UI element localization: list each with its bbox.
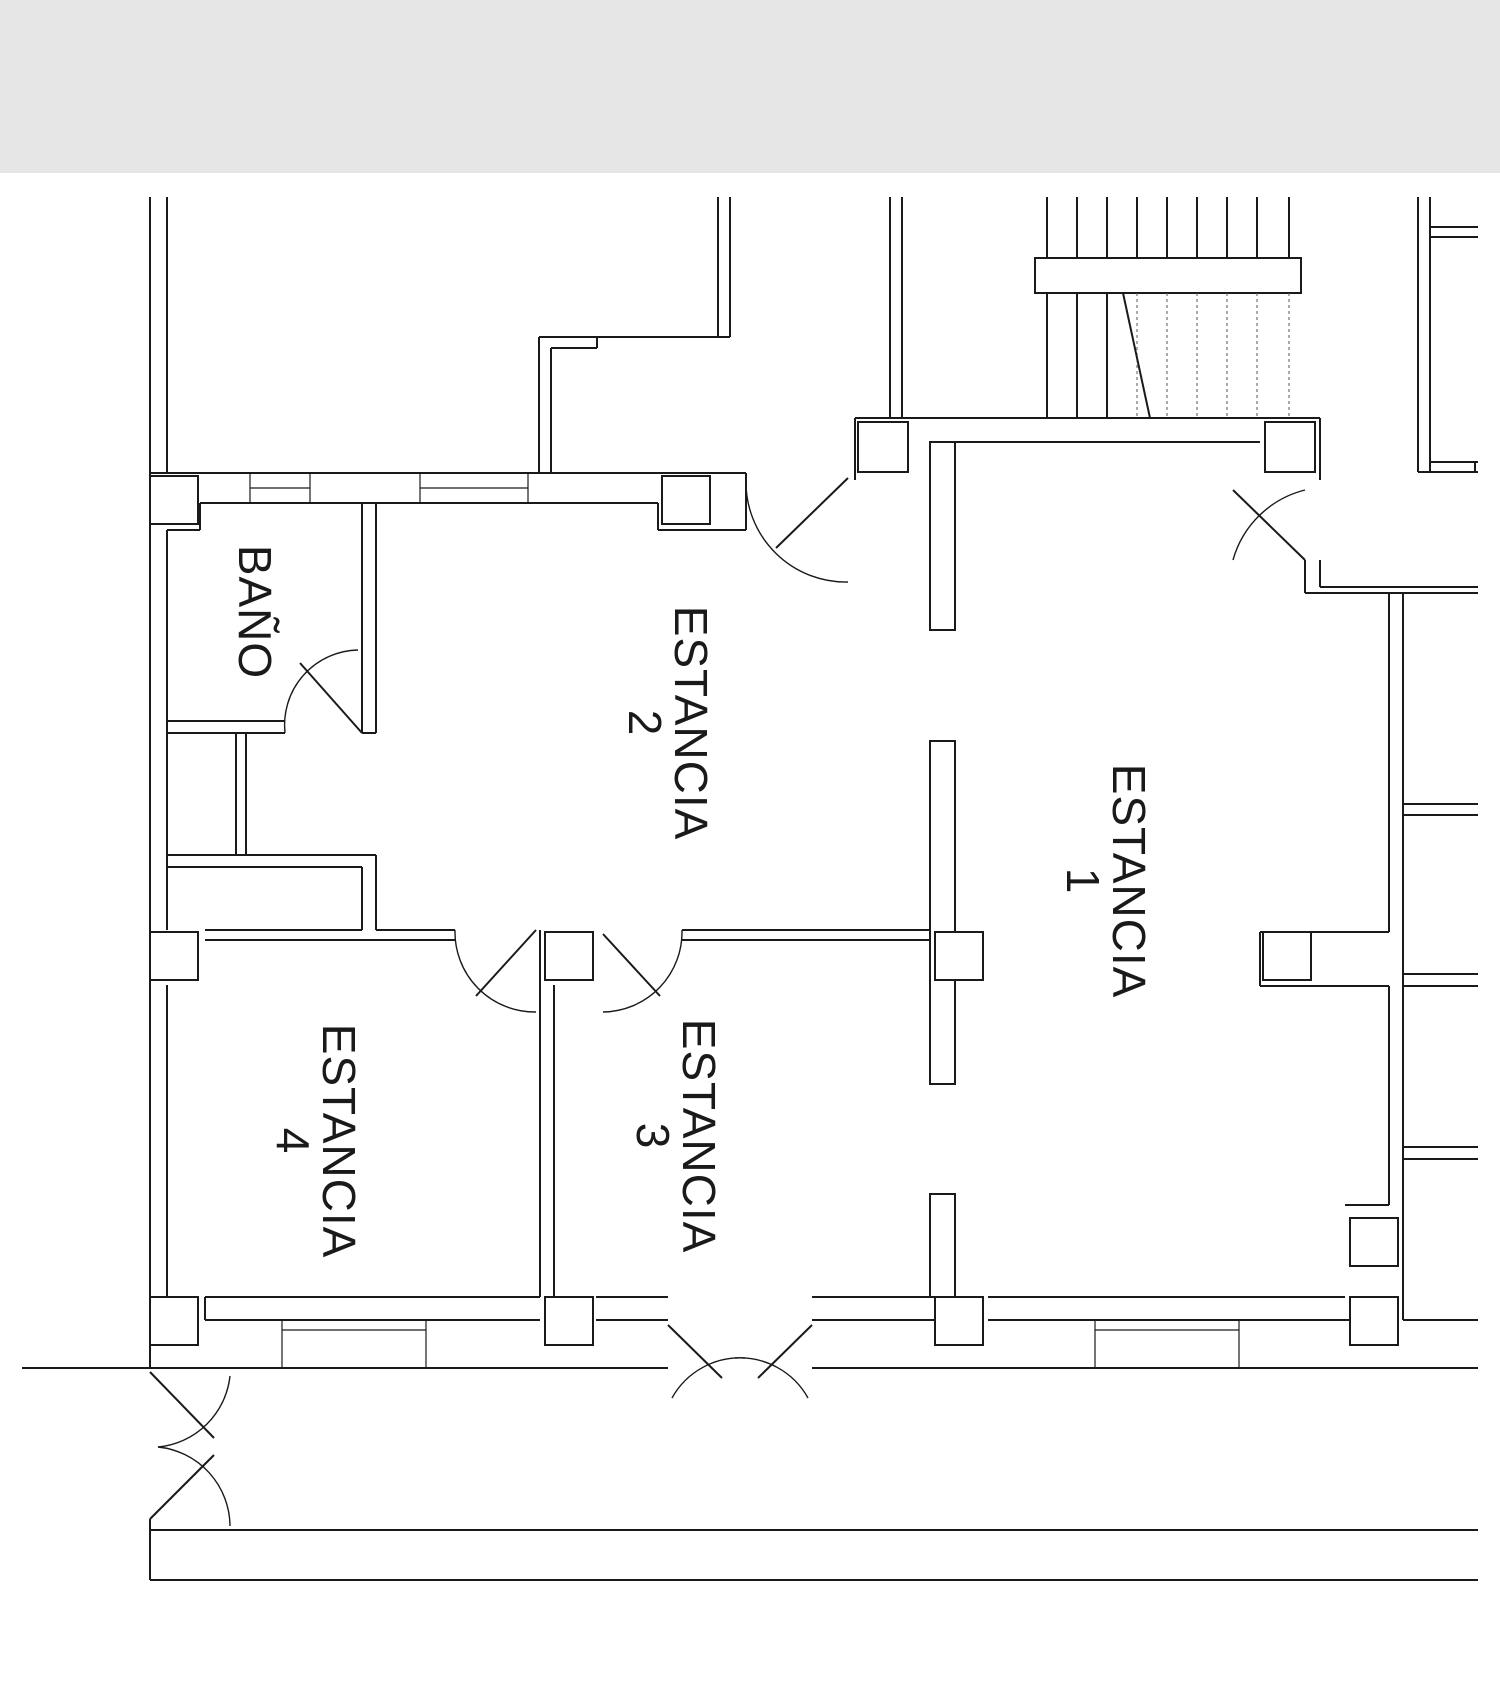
exterior-walls: [22, 197, 1478, 1581]
top-gray-band: [0, 0, 1500, 173]
room-name-estancia-1: ESTANCIA: [1103, 764, 1155, 999]
room-name-estancia-2: ESTANCIA: [665, 606, 717, 841]
upper-walls: [150, 197, 1478, 1320]
room-name-bano: BAÑO: [229, 545, 281, 679]
room-number-estancia-3: 3: [627, 1123, 679, 1150]
room-label-estancia-4: ESTANCIA 4: [267, 1024, 365, 1259]
doors: [149, 477, 1306, 1527]
room-name-estancia-3: ESTANCIA: [673, 1019, 725, 1254]
columns: [149, 421, 1399, 1346]
room-label-estancia-3: ESTANCIA 3: [627, 1019, 725, 1254]
room-number-estancia-2: 2: [619, 710, 671, 737]
interior-walls: [167, 503, 1345, 1320]
stairs: [1034, 197, 1302, 419]
bottom-windows: [281, 1319, 1240, 1369]
room-number-estancia-1: 1: [1057, 868, 1109, 895]
room-label-bano: BAÑO: [229, 545, 281, 679]
room-label-estancia-1: ESTANCIA 1: [1057, 764, 1155, 999]
room-name-estancia-4: ESTANCIA: [313, 1024, 365, 1259]
room-label-estancia-2: ESTANCIA 2: [619, 606, 717, 841]
room-number-estancia-4: 4: [267, 1128, 319, 1155]
